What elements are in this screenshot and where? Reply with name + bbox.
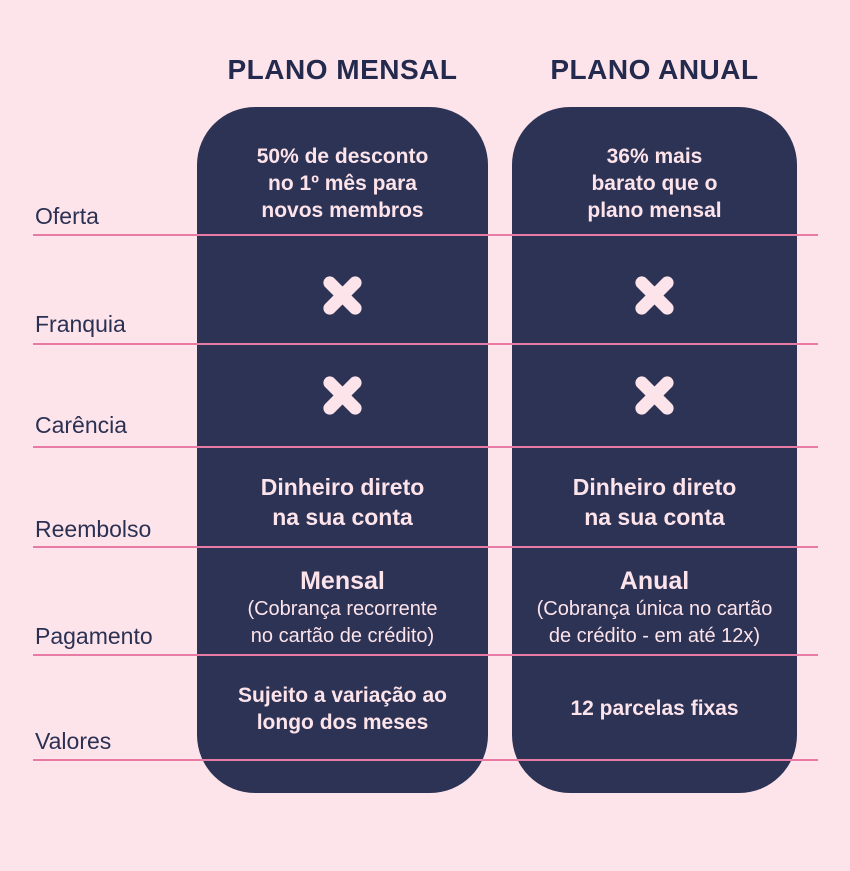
- cell-subtext: (Cobrança única no cartão de crédito - e…: [536, 597, 773, 647]
- cell-anual-reembolso: Dinheiro direto na sua conta: [512, 447, 797, 547]
- column-header-plano-anual: PLANO ANUAL: [550, 54, 759, 85]
- separator-line-carencia: [33, 446, 818, 448]
- cell-mensal-valores: Sujeito a variação ao longo dos meses: [197, 655, 488, 760]
- plan-column-mensal: 50% de desconto no 1º mês para novos mem…: [197, 107, 488, 793]
- plan-column-anual: 36% mais barato que o plano mensal Dinhe…: [512, 107, 797, 793]
- separator-line-oferta: [33, 234, 818, 236]
- row-label-carencia: Carência: [35, 412, 128, 438]
- row-label-franquia: Franquia: [35, 311, 126, 337]
- separator-line-franquia: [33, 343, 818, 345]
- cell-text: Sujeito a variação ao longo dos meses: [238, 683, 447, 734]
- separator-line-valores: [33, 759, 818, 761]
- separator-line-reembolso: [33, 546, 818, 548]
- column-header-plano-mensal: PLANO MENSAL: [227, 54, 458, 85]
- row-label-valores: Valores: [35, 728, 112, 754]
- cell-mensal-carencia: [197, 344, 488, 447]
- separator-line-pagamento: [33, 654, 818, 656]
- cell-text: Dinheiro direto na sua conta: [260, 474, 425, 530]
- x-mark-icon: [635, 275, 674, 315]
- cell-anual-pagamento: Anual (Cobrança única no cartão de crédi…: [512, 547, 797, 655]
- cell-subtext: (Cobrança recorrente no cartão de crédit…: [247, 597, 438, 647]
- cell-text: 36% mais barato que o plano mensal: [587, 145, 722, 222]
- row-label-reembolso: Reembolso: [35, 516, 152, 542]
- x-mark-icon: [635, 376, 674, 415]
- cell-mensal-franquia: [197, 234, 488, 344]
- cell-mensal-reembolso: Dinheiro direto na sua conta: [197, 447, 488, 547]
- cell-text: 50% de desconto no 1º mês para novos mem…: [256, 145, 429, 222]
- cell-text: Dinheiro direto na sua conta: [572, 474, 737, 530]
- cell-mensal-pagamento: Mensal (Cobrança recorrente no cartão de…: [197, 547, 488, 655]
- row-label-pagamento: Pagamento: [35, 623, 153, 649]
- cell-anual-oferta: 36% mais barato que o plano mensal: [512, 107, 797, 234]
- cell-title: Anual: [619, 566, 690, 595]
- cell-anual-valores: 12 parcelas fixas: [512, 655, 797, 760]
- x-mark-icon: [323, 376, 362, 415]
- cell-text: 12 parcelas fixas: [570, 697, 739, 720]
- cell-anual-carencia: [512, 344, 797, 447]
- row-label-oferta: Oferta: [35, 203, 99, 229]
- cell-title: Mensal: [300, 566, 385, 595]
- x-mark-icon: [323, 275, 362, 315]
- cell-anual-franquia: [512, 234, 797, 344]
- cell-mensal-oferta: 50% de desconto no 1º mês para novos mem…: [197, 107, 488, 234]
